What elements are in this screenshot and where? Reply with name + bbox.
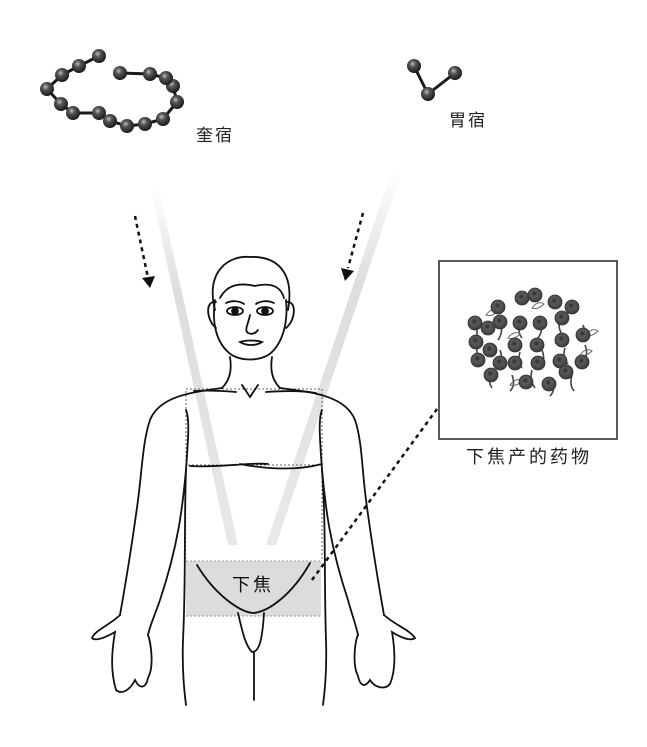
constellation-wei-label: 胃宿: [449, 111, 487, 131]
xiajiao-label: 下焦: [232, 575, 274, 596]
arrow-down-left-icon: [133, 215, 155, 288]
kui-stars: [40, 49, 184, 133]
human-figure: [90, 256, 417, 706]
connector-line: [310, 408, 439, 581]
xiajiao-region: [186, 561, 321, 616]
arrow-down-right-icon: [341, 212, 365, 281]
light-beams: [150, 170, 402, 545]
constellation-kui-label: 奎宿: [196, 126, 234, 146]
inset-caption: 下焦产的药物: [466, 447, 592, 468]
chest-region-outline: [185, 388, 323, 466]
sprouting-seeds-icon: [467, 287, 599, 397]
constellation-wei-icon: [407, 59, 462, 101]
